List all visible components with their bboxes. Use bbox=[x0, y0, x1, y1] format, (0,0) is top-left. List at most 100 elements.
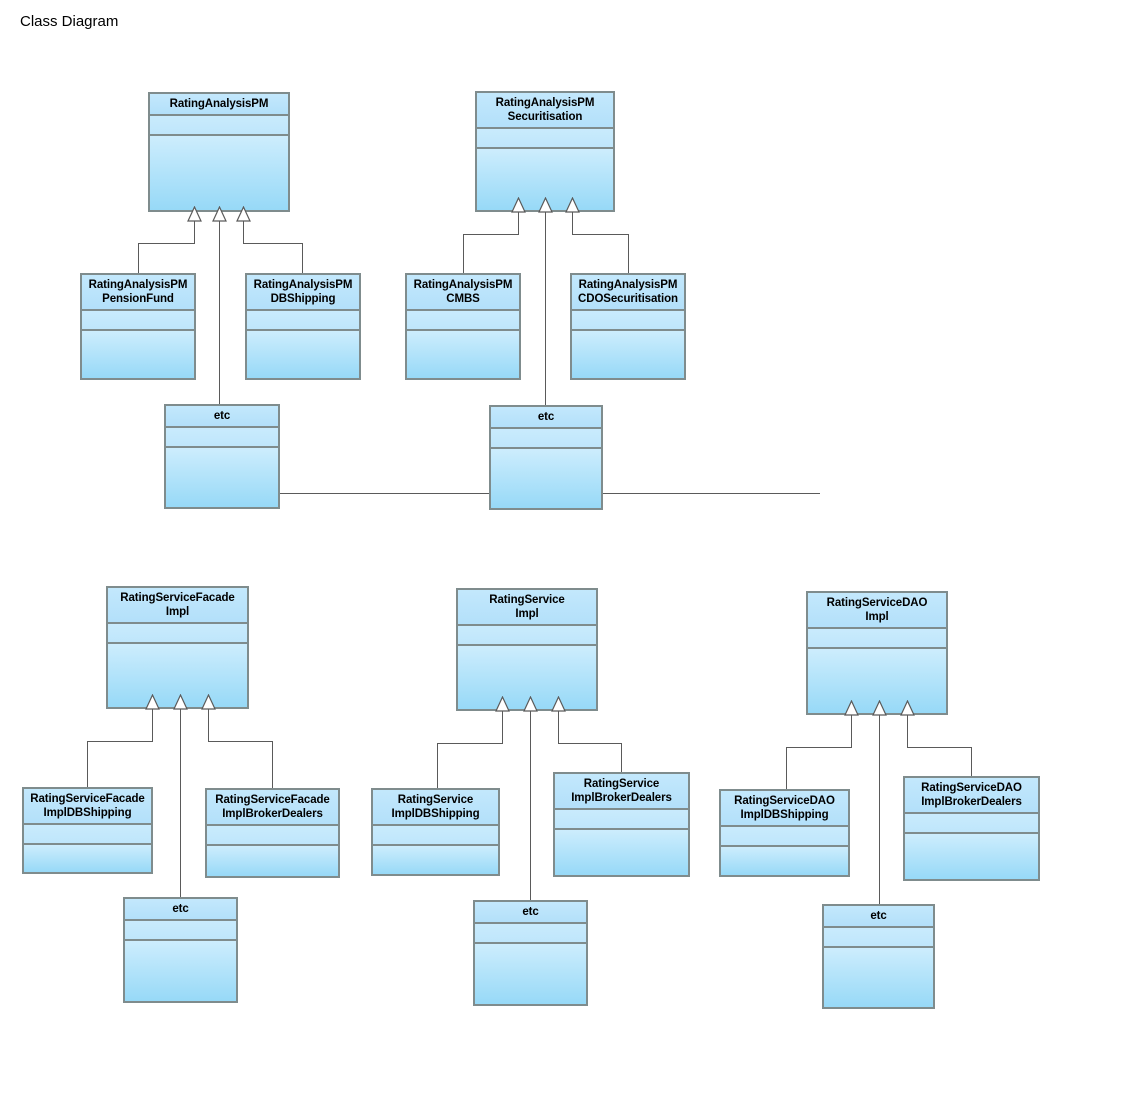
class-operations-compartment bbox=[125, 941, 236, 1001]
generalization-line bbox=[219, 221, 220, 405]
class-operations-compartment bbox=[247, 331, 359, 378]
class-name: RatingServiceFacade ImplDBShipping bbox=[24, 789, 151, 825]
generalization-line bbox=[558, 711, 559, 743]
class-attributes-compartment bbox=[150, 116, 288, 136]
generalization-arrowhead bbox=[495, 696, 510, 712]
class-name: RatingServiceFacade ImplBrokerDealers bbox=[207, 790, 338, 826]
class-operations-compartment bbox=[555, 830, 688, 875]
generalization-arrowhead bbox=[511, 197, 526, 213]
class-box-rating-service-facade-impl[interactable]: RatingServiceFacade Impl bbox=[106, 586, 249, 709]
class-attributes-compartment bbox=[247, 311, 359, 331]
class-box-rating-analysis-pm-cdo-securitisation[interactable]: RatingAnalysisPM CDOSecuritisation bbox=[570, 273, 686, 380]
class-box-rating-analysis-pm-securitisation[interactable]: RatingAnalysisPM Securitisation bbox=[475, 91, 615, 212]
class-name: RatingAnalysisPM CMBS bbox=[407, 275, 519, 311]
class-attributes-compartment bbox=[572, 311, 684, 331]
class-box-rating-analysis-pm-db-shipping[interactable]: RatingAnalysisPM DBShipping bbox=[245, 273, 361, 380]
class-attributes-compartment bbox=[475, 924, 586, 944]
class-box-rating-analysis-pm-cmbs[interactable]: RatingAnalysisPM CMBS bbox=[405, 273, 521, 380]
generalization-line bbox=[463, 234, 519, 235]
class-operations-compartment bbox=[82, 331, 194, 378]
class-box-rating-service-dao-impl-db-shipping[interactable]: RatingServiceDAO ImplDBShipping bbox=[719, 789, 850, 877]
generalization-line bbox=[971, 747, 972, 777]
generalization-line bbox=[907, 747, 972, 748]
generalization-line bbox=[138, 243, 195, 244]
class-box-etc-service[interactable]: etc bbox=[473, 900, 588, 1006]
class-name: RatingAnalysisPM DBShipping bbox=[247, 275, 359, 311]
class-operations-compartment bbox=[458, 646, 596, 709]
generalization-line bbox=[530, 711, 531, 901]
class-attributes-compartment bbox=[373, 826, 498, 846]
class-operations-compartment bbox=[407, 331, 519, 378]
class-attributes-compartment bbox=[125, 921, 236, 941]
generalization-line bbox=[243, 243, 303, 244]
generalization-line bbox=[194, 221, 195, 243]
class-box-rating-service-dao-impl-broker-dealers[interactable]: RatingServiceDAO ImplBrokerDealers bbox=[903, 776, 1040, 881]
generalization-arrowhead bbox=[173, 694, 188, 710]
class-operations-compartment bbox=[475, 944, 586, 1004]
generalization-arrowhead bbox=[844, 700, 859, 716]
class-name: RatingServiceDAO Impl bbox=[808, 593, 946, 629]
class-operations-compartment bbox=[824, 948, 933, 1007]
generalization-line bbox=[621, 743, 622, 772]
class-name: etc bbox=[166, 406, 278, 428]
generalization-line bbox=[786, 747, 852, 748]
class-box-etc-facade[interactable]: etc bbox=[123, 897, 238, 1003]
class-name: RatingAnalysisPM CDOSecuritisation bbox=[572, 275, 684, 311]
generalization-line bbox=[272, 741, 273, 788]
class-attributes-compartment bbox=[24, 825, 151, 845]
generalization-arrowhead bbox=[551, 696, 566, 712]
generalization-line bbox=[518, 212, 519, 234]
generalization-line bbox=[879, 715, 880, 905]
class-operations-compartment bbox=[166, 448, 278, 507]
generalization-line bbox=[907, 715, 908, 747]
class-attributes-compartment bbox=[824, 928, 933, 948]
class-operations-compartment bbox=[491, 449, 601, 508]
class-operations-compartment bbox=[373, 846, 498, 874]
class-attributes-compartment bbox=[108, 624, 247, 644]
class-attributes-compartment bbox=[407, 311, 519, 331]
class-operations-compartment bbox=[108, 644, 247, 707]
generalization-arrowhead bbox=[523, 696, 538, 712]
generalization-arrowhead bbox=[538, 197, 553, 213]
generalization-arrowhead bbox=[187, 206, 202, 222]
class-name: etc bbox=[824, 906, 933, 928]
class-operations-compartment bbox=[207, 846, 338, 876]
class-name: RatingService ImplBrokerDealers bbox=[555, 774, 688, 810]
generalization-line bbox=[243, 221, 244, 243]
generalization-line bbox=[558, 743, 622, 744]
class-box-rating-service-dao-impl[interactable]: RatingServiceDAO Impl bbox=[806, 591, 948, 715]
class-box-etc-securitisation[interactable]: etc bbox=[489, 405, 603, 510]
class-box-rating-analysis-pm-pension-fund[interactable]: RatingAnalysisPM PensionFund bbox=[80, 273, 196, 380]
class-attributes-compartment bbox=[555, 810, 688, 830]
generalization-line bbox=[628, 234, 629, 274]
class-operations-compartment bbox=[905, 834, 1038, 879]
generalization-line bbox=[437, 743, 438, 788]
class-box-etc-dao[interactable]: etc bbox=[822, 904, 935, 1009]
class-attributes-compartment bbox=[905, 814, 1038, 834]
class-box-rating-service-facade-impl-db-shipping[interactable]: RatingServiceFacade ImplDBShipping bbox=[22, 787, 153, 874]
class-attributes-compartment bbox=[207, 826, 338, 846]
class-name: etc bbox=[475, 902, 586, 924]
class-operations-compartment bbox=[150, 136, 288, 210]
class-box-rating-service-impl-db-shipping[interactable]: RatingService ImplDBShipping bbox=[371, 788, 500, 876]
generalization-line bbox=[572, 234, 629, 235]
generalization-line bbox=[545, 212, 546, 406]
class-name: RatingServiceDAO ImplBrokerDealers bbox=[905, 778, 1038, 814]
class-name: RatingServiceDAO ImplDBShipping bbox=[721, 791, 848, 827]
class-attributes-compartment bbox=[458, 626, 596, 646]
class-box-rating-service-impl[interactable]: RatingService Impl bbox=[456, 588, 598, 711]
generalization-line bbox=[572, 212, 573, 234]
class-box-rating-service-facade-impl-broker-dealers[interactable]: RatingServiceFacade ImplBrokerDealers bbox=[205, 788, 340, 878]
class-name: RatingService Impl bbox=[458, 590, 596, 626]
generalization-arrowhead bbox=[872, 700, 887, 716]
class-box-etc-pm[interactable]: etc bbox=[164, 404, 280, 509]
page-title: Class Diagram bbox=[20, 13, 119, 30]
class-attributes-compartment bbox=[477, 129, 613, 149]
class-attributes-compartment bbox=[808, 629, 946, 649]
class-name: etc bbox=[491, 407, 601, 429]
class-attributes-compartment bbox=[491, 429, 601, 449]
class-name: RatingAnalysisPM bbox=[150, 94, 288, 116]
class-box-rating-service-impl-broker-dealers[interactable]: RatingService ImplBrokerDealers bbox=[553, 772, 690, 877]
class-box-rating-analysis-pm[interactable]: RatingAnalysisPM bbox=[148, 92, 290, 212]
